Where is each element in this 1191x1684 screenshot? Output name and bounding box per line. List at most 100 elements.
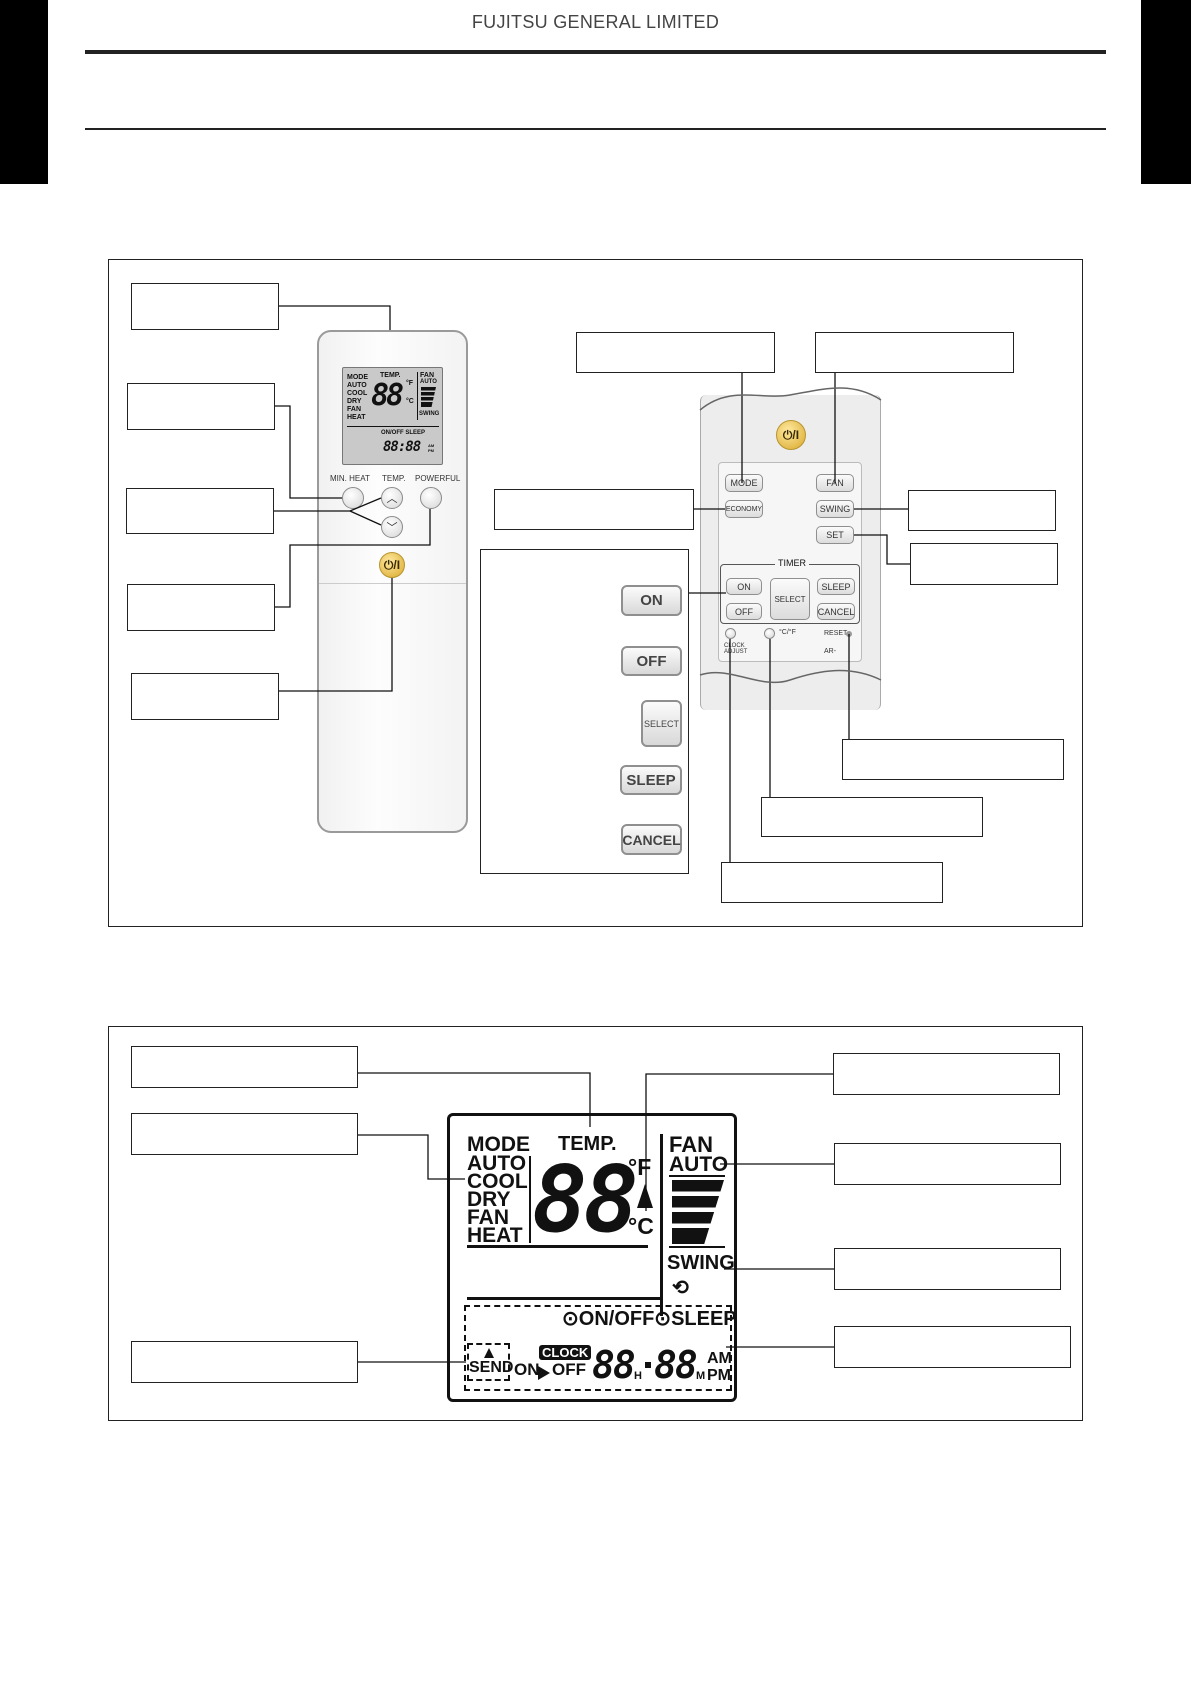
callout-box-4: [127, 584, 275, 631]
timer-cancel-button[interactable]: CANCEL: [817, 603, 855, 620]
big-mode-item: FAN: [467, 1206, 509, 1229]
lcd-mode-item: AUTO: [347, 382, 367, 389]
big-send-arrow: [484, 1348, 494, 1358]
big-off: OFF: [552, 1360, 586, 1379]
right-edge-tab: [1141, 0, 1191, 184]
economy-button[interactable]: ECONOMY: [725, 500, 763, 518]
lcd-swing-label: SWING: [419, 411, 440, 417]
big-temp-digits: 88: [532, 1146, 639, 1253]
model-label: AR-: [824, 648, 837, 655]
header-rule-thick: [85, 50, 1106, 54]
lcd-ampm: AM PM: [428, 443, 435, 453]
big-mode-item: DRY: [467, 1188, 511, 1211]
lcd-time-digits: 88:88: [383, 439, 421, 455]
big-timer-line: ⊙ON/OFF⊙SLEEP: [562, 1308, 737, 1330]
temp-down-button[interactable]: ﹀: [381, 516, 403, 538]
timer-select-button[interactable]: SELECT: [770, 578, 810, 620]
left-edge-tab: [0, 0, 48, 184]
callout-box-send: [131, 1341, 358, 1383]
reset-label: RESET: [824, 630, 848, 637]
min-heat-button[interactable]: [342, 487, 364, 509]
company-header: FUJITSU GENERAL LIMITED: [471, 12, 720, 32]
display-lcd: MODE AUTO COOL DRY FAN HEAT TEMP. 88 °F …: [447, 1113, 737, 1402]
lcd-fan-label: FAN: [420, 372, 434, 379]
big-temp-label: TEMP.: [558, 1133, 617, 1155]
lcd-mode-item: COOL: [347, 390, 368, 397]
timer-heading: TIMER: [775, 558, 809, 568]
detail-power-button[interactable]: ⏻/I: [776, 420, 806, 450]
timer-column-cancel[interactable]: CANCEL: [621, 824, 682, 855]
callout-box-timer-display: [834, 1326, 1071, 1368]
big-timer-dashed-area: [464, 1305, 732, 1391]
callout-box-2: [127, 383, 275, 430]
big-clock: CLOCK: [539, 1345, 592, 1360]
callout-box-set: [910, 543, 1058, 585]
big-mode-item: AUTO: [467, 1152, 527, 1175]
callout-box-temp-unit: [833, 1053, 1060, 1095]
lcd-mode-label: MODE: [347, 374, 368, 381]
callout-box-clock: [721, 862, 943, 903]
big-pm: PM: [707, 1367, 731, 1384]
cf-label: °C/°F: [779, 629, 796, 636]
big-fan-auto: AUTO: [669, 1153, 729, 1176]
big-mode-item: HEAT: [467, 1224, 523, 1247]
timer-column-select[interactable]: SELECT: [641, 700, 682, 747]
lcd-fan-auto: AUTO: [420, 379, 437, 385]
big-time-hours: 88: [592, 1343, 636, 1387]
timer-on-button[interactable]: ON: [726, 578, 762, 595]
callout-box-3: [126, 488, 274, 534]
lcd-fan-bars: [421, 387, 436, 407]
big-mode-label: MODE: [467, 1133, 530, 1156]
powerful-button[interactable]: [420, 487, 442, 509]
big-on-off-arrow: [538, 1366, 550, 1380]
big-time-colon: [645, 1362, 651, 1368]
timer-sleep-button[interactable]: SLEEP: [817, 578, 855, 595]
callout-box-reset: [842, 739, 1064, 780]
set-button[interactable]: SET: [816, 526, 854, 544]
temp-label: TEMP.: [382, 474, 406, 483]
callout-box-economy: [494, 489, 694, 530]
cf-button[interactable]: [764, 628, 775, 639]
callout-box-temp: [131, 1046, 358, 1088]
big-on: ON: [514, 1360, 540, 1379]
big-send: SEND: [469, 1359, 514, 1376]
timer-off-button[interactable]: OFF: [726, 603, 762, 620]
clock-adjust-label: CLOCK ADJUST: [724, 643, 748, 655]
header-rule-thin: [85, 128, 1106, 130]
timer-column-on[interactable]: ON: [621, 585, 682, 616]
remote-lcd: MODE AUTO COOL DRY FAN HEAT TEMP. 88 °F …: [342, 367, 443, 465]
temp-up-button[interactable]: ︿: [381, 487, 403, 509]
callout-box-5: [131, 673, 279, 720]
power-button[interactable]: ⏻/I: [379, 552, 405, 578]
timer-column-sleep[interactable]: SLEEP: [620, 765, 682, 795]
big-mode-item: COOL: [467, 1170, 528, 1193]
big-swing-icon: ⟲: [672, 1277, 689, 1299]
big-am: AM: [707, 1350, 732, 1367]
lcd-unit-c: °C: [406, 398, 414, 405]
lcd-temp-digits: 88: [371, 378, 404, 413]
callout-box-swing-display: [834, 1248, 1061, 1290]
min-heat-label: MIN. HEAT: [330, 474, 370, 483]
powerful-label: POWERFUL: [415, 474, 461, 483]
callout-box-swing: [908, 490, 1056, 531]
big-time-h: H: [634, 1370, 642, 1382]
callout-box-mode: [576, 332, 775, 373]
big-fan-label: FAN: [669, 1132, 713, 1157]
lcd-unit-f: °F: [406, 380, 414, 387]
timer-column-off[interactable]: OFF: [621, 646, 682, 676]
clock-adjust-button[interactable]: [725, 628, 736, 639]
lcd-mode-item: DRY: [347, 398, 362, 405]
callout-box-1: [131, 283, 279, 330]
big-swing-label: SWING: [667, 1252, 735, 1274]
lcd-temp-label: TEMP.: [380, 372, 401, 379]
big-time-m: M: [696, 1370, 706, 1382]
callout-box-fan: [815, 332, 1014, 373]
mode-button[interactable]: MODE: [725, 474, 763, 492]
swing-button[interactable]: SWING: [816, 500, 854, 518]
callout-box-cf: [761, 797, 983, 837]
callout-box-fan-display: [834, 1143, 1061, 1185]
lcd-mode-item: FAN: [347, 406, 361, 413]
big-send-box: [467, 1343, 510, 1381]
big-unit-arrow: [637, 1184, 653, 1208]
